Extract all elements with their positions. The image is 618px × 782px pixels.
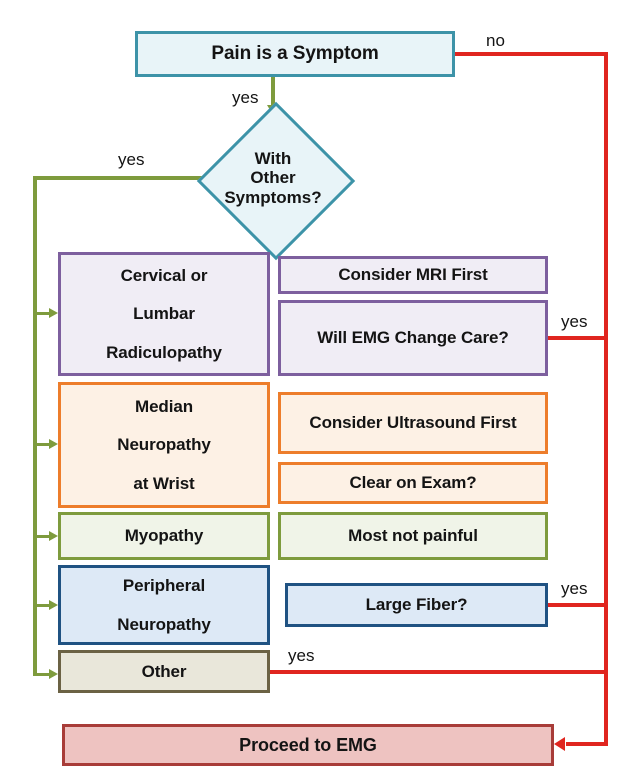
- edge-branch-other: [33, 673, 51, 676]
- edge-label-yes-left: yes: [118, 150, 145, 169]
- node-with-other-symptoms[interactable]: With Other Symptoms?: [196, 101, 356, 261]
- arrowhead-median: [49, 439, 58, 449]
- edge-no-horizontal: [455, 52, 608, 56]
- edge-red-vertical-bus: [604, 52, 608, 742]
- large-fiber-label: Large Fiber?: [365, 595, 468, 615]
- edge-yes-down-stem: [271, 77, 275, 107]
- decision-label-line1: With: [254, 148, 292, 168]
- edge-yes-emgq: [548, 336, 608, 340]
- decision-label-line2: Other: [250, 168, 296, 188]
- arrowhead-myopathy: [49, 531, 58, 541]
- edge-yes-other: [270, 670, 608, 674]
- node-consider-mri-first[interactable]: Consider MRI First: [278, 256, 548, 294]
- proceed-to-emg-label: Proceed to EMG: [239, 734, 377, 755]
- node-decision-label: With Other Symptoms?: [203, 113, 343, 243]
- edge-red-into-emg: [566, 742, 608, 746]
- ultrasound-label: Consider Ultrasound First: [309, 413, 517, 433]
- radiculopathy-line2: Lumbar: [133, 304, 195, 324]
- median-line3: at Wrist: [133, 473, 195, 493]
- node-myopathy[interactable]: Myopathy: [58, 512, 270, 560]
- other-label: Other: [141, 661, 187, 681]
- node-consider-ultrasound-first[interactable]: Consider Ultrasound First: [278, 392, 548, 454]
- node-other[interactable]: Other: [58, 650, 270, 693]
- peripheral-line1: Peripheral: [122, 576, 206, 596]
- arrowhead-radiculopathy: [49, 308, 58, 318]
- edge-label-yes-other: yes: [288, 646, 315, 665]
- edge-branch-myopathy: [33, 535, 51, 538]
- node-most-not-painful[interactable]: Most not painful: [278, 512, 548, 560]
- most-not-painful-label: Most not painful: [348, 526, 478, 546]
- emg-change-care-label: Will EMG Change Care?: [317, 328, 509, 348]
- edge-branch-radiculopathy: [33, 312, 51, 315]
- median-line1: Median: [135, 397, 193, 417]
- arrowhead-peripheral: [49, 600, 58, 610]
- decision-label-line3: Symptoms?: [224, 187, 322, 207]
- peripheral-line2: Neuropathy: [117, 614, 211, 634]
- myopathy-label: Myopathy: [124, 526, 204, 546]
- edge-label-no: no: [486, 31, 505, 50]
- edge-branch-peripheral: [33, 604, 51, 607]
- node-will-emg-change-care[interactable]: Will EMG Change Care?: [278, 300, 548, 376]
- clear-on-exam-label: Clear on Exam?: [349, 473, 477, 493]
- edge-yes-large-fiber: [548, 603, 608, 607]
- mri-label: Consider MRI First: [338, 265, 488, 285]
- radiculopathy-line3: Radiculopathy: [106, 342, 222, 362]
- node-peripheral-neuropathy[interactable]: Peripheral Neuropathy: [58, 565, 270, 645]
- edge-yes-left-horizontal: [33, 176, 206, 180]
- edge-left-rail-vertical: [33, 176, 37, 676]
- node-cervical-or-lumbar-radiculopathy[interactable]: Cervical or Lumbar Radiculopathy: [58, 252, 270, 376]
- node-pain-label: Pain is a Symptom: [211, 43, 379, 65]
- node-median-neuropathy-at-wrist[interactable]: Median Neuropathy at Wrist: [58, 382, 270, 508]
- median-line2: Neuropathy: [117, 435, 211, 455]
- peripheral-label: Peripheral Neuropathy: [61, 576, 267, 633]
- median-label: Median Neuropathy at Wrist: [61, 397, 267, 492]
- node-large-fiber[interactable]: Large Fiber?: [285, 583, 548, 627]
- edge-label-yes-emgq: yes: [561, 312, 588, 331]
- node-pain-is-a-symptom[interactable]: Pain is a Symptom: [135, 31, 455, 77]
- arrowhead-red-into-emg: [554, 737, 565, 751]
- radiculopathy-label: Cervical or Lumbar Radiculopathy: [61, 266, 267, 361]
- arrowhead-other: [49, 669, 58, 679]
- edge-label-yes-large-fiber: yes: [561, 579, 588, 598]
- radiculopathy-line1: Cervical or: [120, 266, 208, 286]
- node-proceed-to-emg[interactable]: Proceed to EMG: [62, 724, 554, 766]
- node-clear-on-exam[interactable]: Clear on Exam?: [278, 462, 548, 504]
- edge-label-yes-down: yes: [232, 88, 259, 107]
- edge-branch-median: [33, 443, 51, 446]
